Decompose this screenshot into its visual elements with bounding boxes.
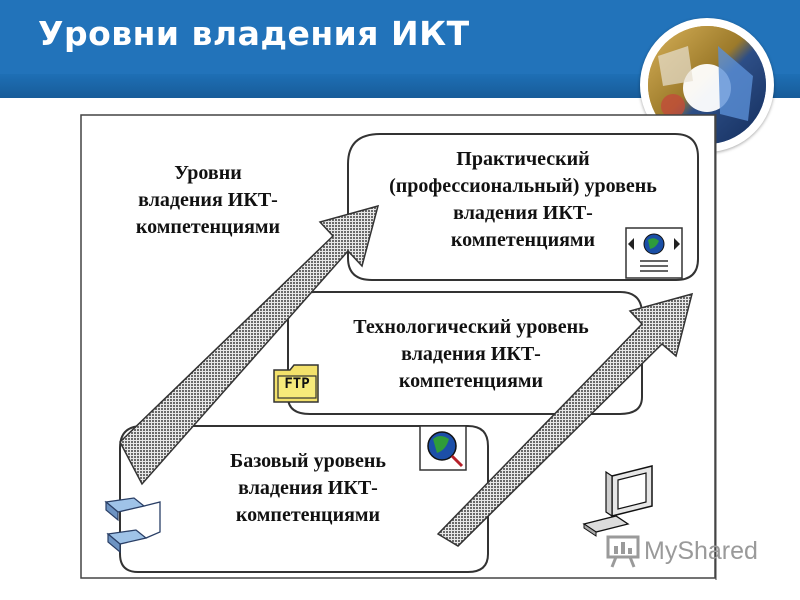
ftp-folder-icon bbox=[273, 364, 319, 403]
slide-title: Уровни владения ИКТ bbox=[38, 14, 470, 53]
right-growth-arrow bbox=[436, 292, 694, 547]
arrow-label: Уровни владения ИКТ- компетенциями bbox=[108, 160, 308, 241]
computer-icon bbox=[582, 465, 653, 537]
basic-level-line: Базовый уровень bbox=[230, 450, 386, 472]
basic-level-line: владения ИКТ- bbox=[238, 477, 378, 499]
ftp-icon-label: FTP bbox=[284, 376, 310, 392]
practical-level-line: Практический bbox=[456, 148, 590, 170]
watermark: MyShared bbox=[604, 534, 758, 568]
arrow-label-line: владения ИКТ- bbox=[138, 189, 278, 211]
arrow-label-line: компетенциями bbox=[135, 216, 281, 238]
practical-level-line: компетенциями bbox=[450, 229, 596, 251]
ict-levels-diagram: Уровни владения ИКТ- компетенциями Практ… bbox=[80, 114, 718, 580]
web-document-icon bbox=[625, 227, 683, 279]
technological-level-label: Технологический уровень владения ИКТ- ко… bbox=[306, 314, 636, 395]
technological-level-line: компетенциями bbox=[398, 370, 544, 392]
basic-level-label: Базовый уровень владения ИКТ- компетенци… bbox=[188, 448, 428, 529]
practical-level-box bbox=[347, 133, 699, 281]
practical-level-line: владения ИКТ- bbox=[453, 202, 593, 224]
levels-growth-arrow bbox=[119, 204, 380, 486]
practical-level-label: Практический (профессиональный) уровень … bbox=[348, 146, 698, 254]
practical-level-line: (профессиональный) уровень bbox=[389, 175, 657, 197]
technological-level-line: владения ИКТ- bbox=[401, 343, 541, 365]
phone-network-icon bbox=[104, 497, 161, 554]
basic-level-box bbox=[119, 425, 489, 573]
basic-level-line: компетенциями bbox=[235, 504, 381, 526]
watermark-text: MyShared bbox=[644, 536, 758, 565]
technological-level-line: Технологический уровень bbox=[353, 316, 589, 338]
arrow-label-line: Уровни bbox=[174, 162, 242, 184]
globe-search-icon bbox=[419, 425, 467, 471]
presentation-board-icon bbox=[606, 535, 640, 568]
